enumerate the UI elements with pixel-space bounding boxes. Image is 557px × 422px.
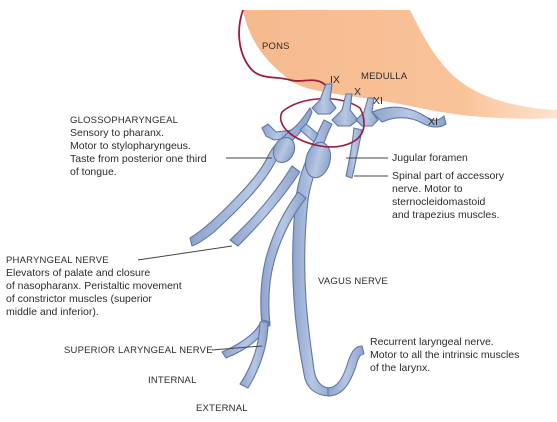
accessory-nerve-descending <box>345 127 363 179</box>
pharyngeal-line-1: Elevators of palate and closure <box>6 267 151 279</box>
glossopharyngeal-line-1: Sensory to pharanx. <box>70 127 164 139</box>
pharyngeal-heading: PHARYNGEAL NERVE <box>6 255 109 266</box>
medulla-label: MEDULLA <box>361 71 408 82</box>
pharyngeal-branch <box>229 165 301 247</box>
accessory-line-1: Spinal part of accessory <box>392 170 505 182</box>
accessory-line-2: nerve. Motor to <box>392 183 463 195</box>
internal-label: INTERNAL <box>148 375 197 386</box>
vagus-inferior-ganglion <box>304 141 332 179</box>
recurrent-line-2: Motor to all the intrinsic muscles <box>370 349 520 361</box>
brainstem-shape <box>243 10 557 119</box>
recurrent-text: Recurrent laryngeal nerve. Motor to all … <box>370 336 519 375</box>
glossopharyngeal-line-4: of tongue. <box>70 166 117 178</box>
pharyngeal-line-4: middle and inferior). <box>6 306 99 318</box>
ix-rootlets <box>311 83 337 115</box>
xi-label: XI <box>373 95 383 107</box>
jugular-foramen-label: Jugular foramen <box>392 152 468 164</box>
pharyngeal-line-2: of nasopharanx. Peristaltic movement <box>6 280 182 292</box>
xi-rootlets <box>355 97 379 127</box>
accessory-line-3: sternocleidomastoid <box>392 196 486 208</box>
xi-right-label: XI <box>428 116 438 128</box>
accessory-line-4: and trapezius muscles. <box>392 209 500 221</box>
pons-outline <box>238 9 329 89</box>
accessory-text: Spinal part of accessory nerve. Motor to… <box>392 170 504 222</box>
recurrent-line-1: Recurrent laryngeal nerve. <box>370 336 494 348</box>
glossopharyngeal-heading: GLOSSOPHARYNGEAL <box>70 115 179 126</box>
leader-pharyngeal <box>137 245 233 261</box>
external-branch <box>239 321 269 389</box>
accessory-nerve-external <box>371 106 447 128</box>
glossopharyngeal-ganglion <box>272 136 296 164</box>
pharyngeal-line-3: of constrictor muscles (superior <box>6 293 152 305</box>
glossopharyngeal-line-3: Taste from posterior one third <box>70 153 207 165</box>
pons-label: PONS <box>262 41 290 52</box>
vagus-upper-branch <box>299 123 319 143</box>
leader-superior-laryngeal <box>211 345 263 351</box>
vagus-nerve-label: VAGUS NERVE <box>318 276 388 287</box>
recurrent-laryngeal-hook <box>327 345 365 397</box>
x-label: X <box>354 86 362 98</box>
glossopharyngeal-text: GLOSSOPHARYNGEAL Sensory to pharanx. Mot… <box>70 114 207 179</box>
recurrent-line-3: of the larynx. <box>370 362 431 374</box>
superior-laryngeal-label: SUPERIOR LARYNGEAL NERVE <box>64 345 213 356</box>
external-label: EXTERNAL <box>196 403 248 414</box>
pharyngeal-text: PHARYNGEAL NERVE Elevators of palate and… <box>6 254 182 319</box>
ix-label: IX <box>330 74 340 86</box>
glossopharyngeal-line-2: Motor to stylopharyngeus. <box>70 140 191 152</box>
x-rootlets <box>331 93 359 127</box>
jugular-foramen-ring-front <box>279 107 365 148</box>
